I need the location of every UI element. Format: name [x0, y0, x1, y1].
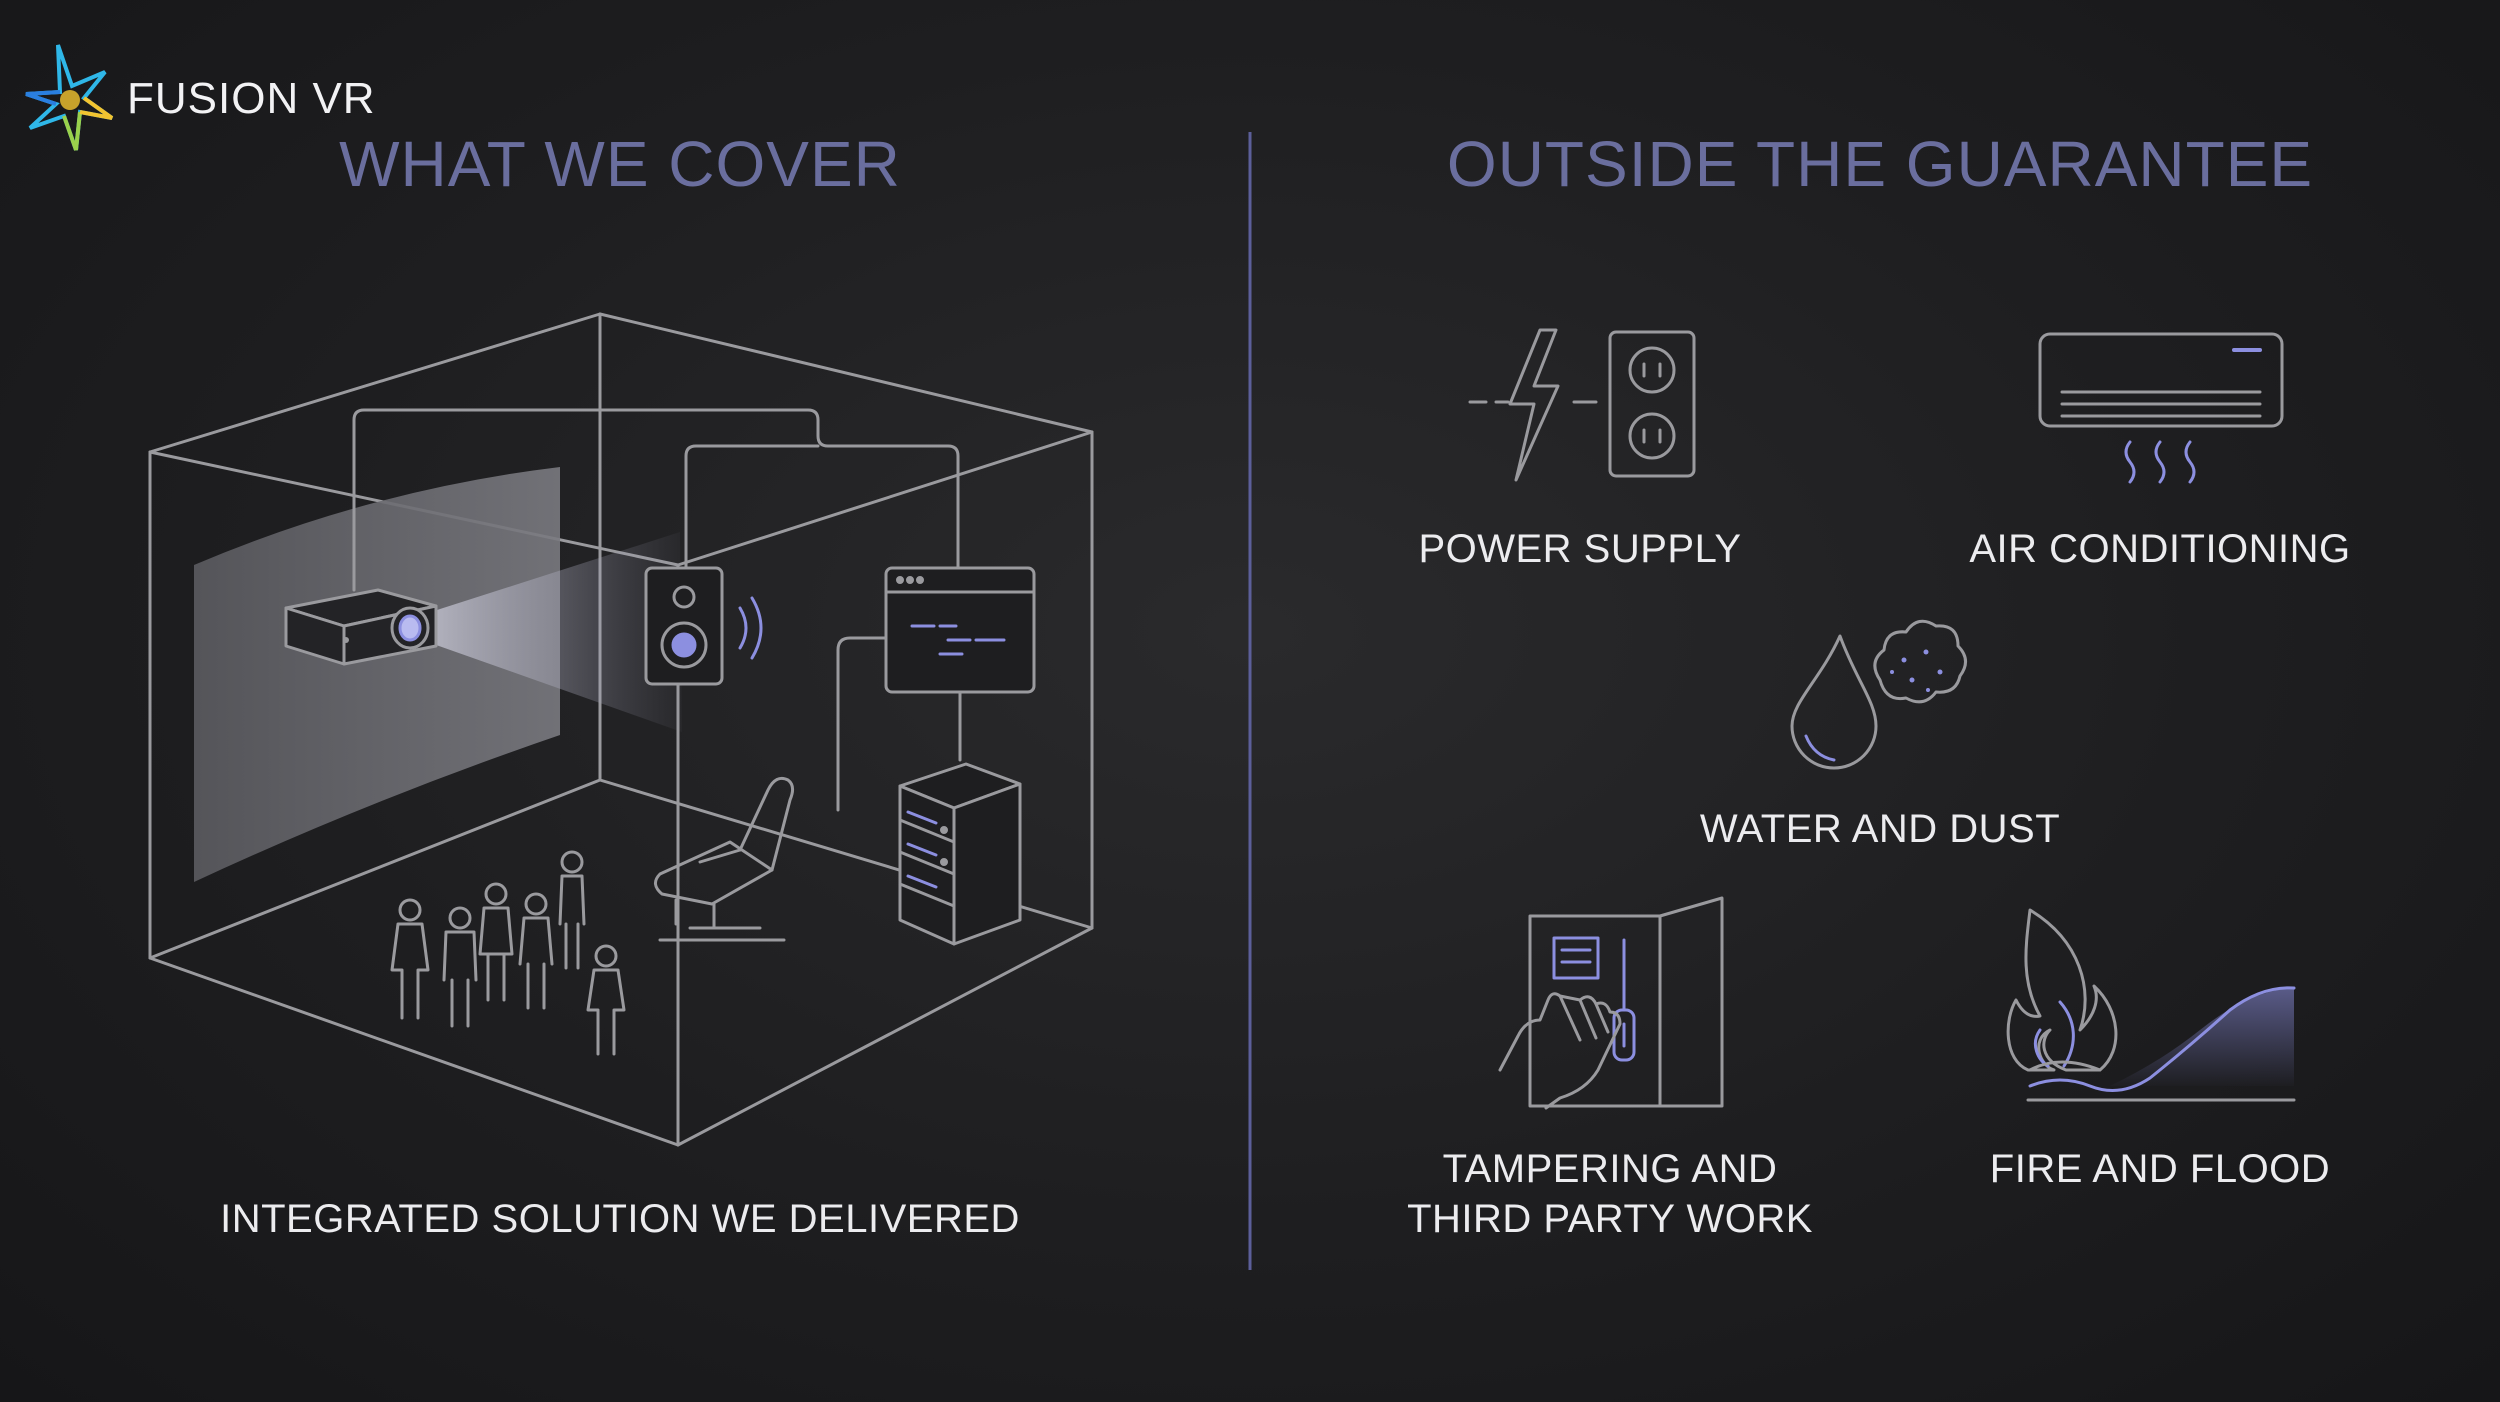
control-panel-icon — [884, 566, 1036, 694]
motion-seat-icon — [654, 776, 795, 942]
projection-screen-icon — [194, 467, 560, 882]
audience-people-icon — [390, 850, 626, 1056]
air-conditioner-icon — [2038, 332, 2284, 484]
starburst-logo-icon — [25, 44, 114, 151]
power-outlet-icon — [1468, 328, 1696, 482]
projector-beam — [412, 532, 682, 732]
fire-flood-icon — [2006, 908, 2296, 1102]
speaker-icon — [644, 566, 763, 686]
integrated-solution-illustration — [148, 312, 1094, 1147]
projector-icon — [284, 588, 438, 666]
server-rack-icon — [898, 762, 1022, 946]
tampering-icon — [1498, 896, 1724, 1110]
water-dust-icon — [1790, 619, 1967, 770]
